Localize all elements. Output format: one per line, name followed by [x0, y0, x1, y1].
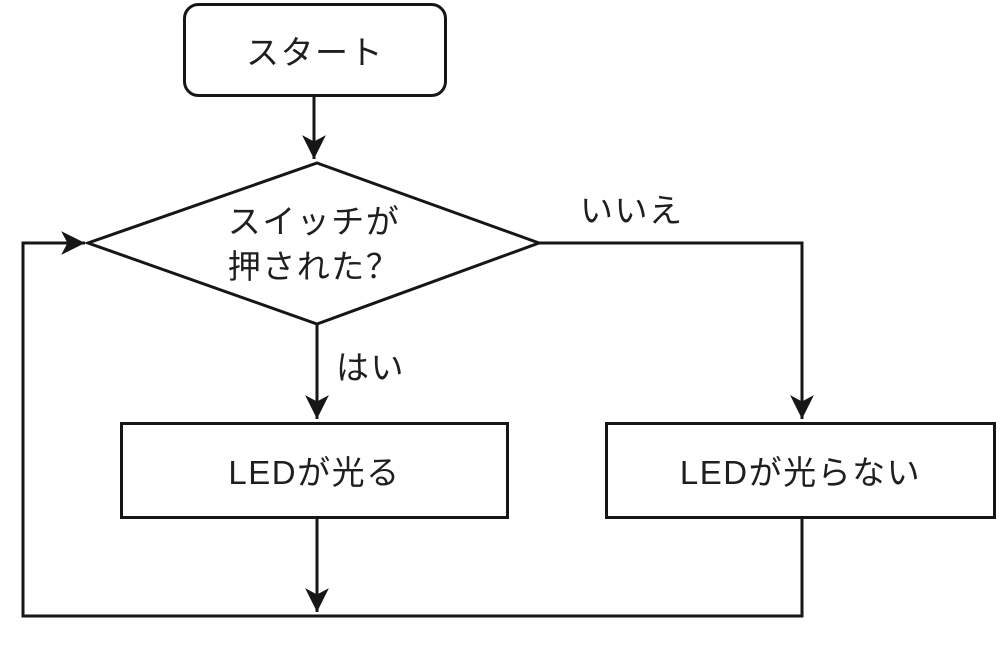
led-off-node-label: LEDが光らない — [679, 454, 922, 491]
led-on-node-label: LEDが光る — [228, 454, 401, 491]
led-on-node-shape — [120, 422, 509, 519]
led-off-node-shape — [605, 422, 996, 519]
edge-no-decision-to-led-off — [539, 241, 814, 419]
start-node-shape — [183, 3, 447, 97]
start-node-label: スタート — [246, 34, 384, 71]
edge-feedback-loop-to-decision — [21, 231, 804, 618]
decision-diamond-shape — [83, 161, 544, 326]
decision-node-label-line1: スイッチが — [227, 202, 401, 240]
yes-branch-label: はい — [336, 349, 405, 386]
decision-node-label-line2: 押された？ — [227, 247, 401, 285]
decision-node-label: スイッチが 押された？ — [88, 163, 540, 324]
no-branch-label: いいえ — [580, 192, 684, 229]
